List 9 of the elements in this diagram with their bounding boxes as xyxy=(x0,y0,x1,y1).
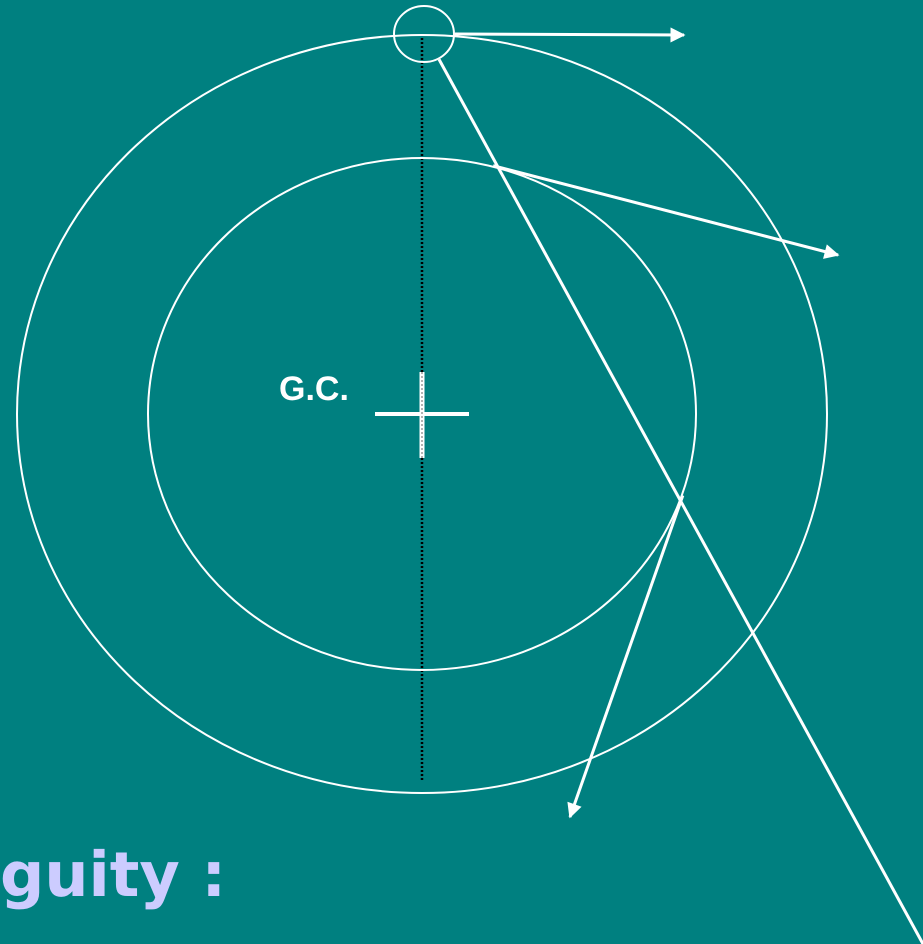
outline-ellipse xyxy=(16,34,828,794)
outline-ellipse xyxy=(147,157,697,671)
arrow xyxy=(455,27,686,42)
heading-text: guity : xyxy=(0,838,226,911)
arrow xyxy=(567,495,684,818)
center-label: G.C. xyxy=(279,370,349,409)
outline-ellipse xyxy=(393,5,455,63)
arrow xyxy=(492,164,840,259)
line xyxy=(438,58,923,944)
